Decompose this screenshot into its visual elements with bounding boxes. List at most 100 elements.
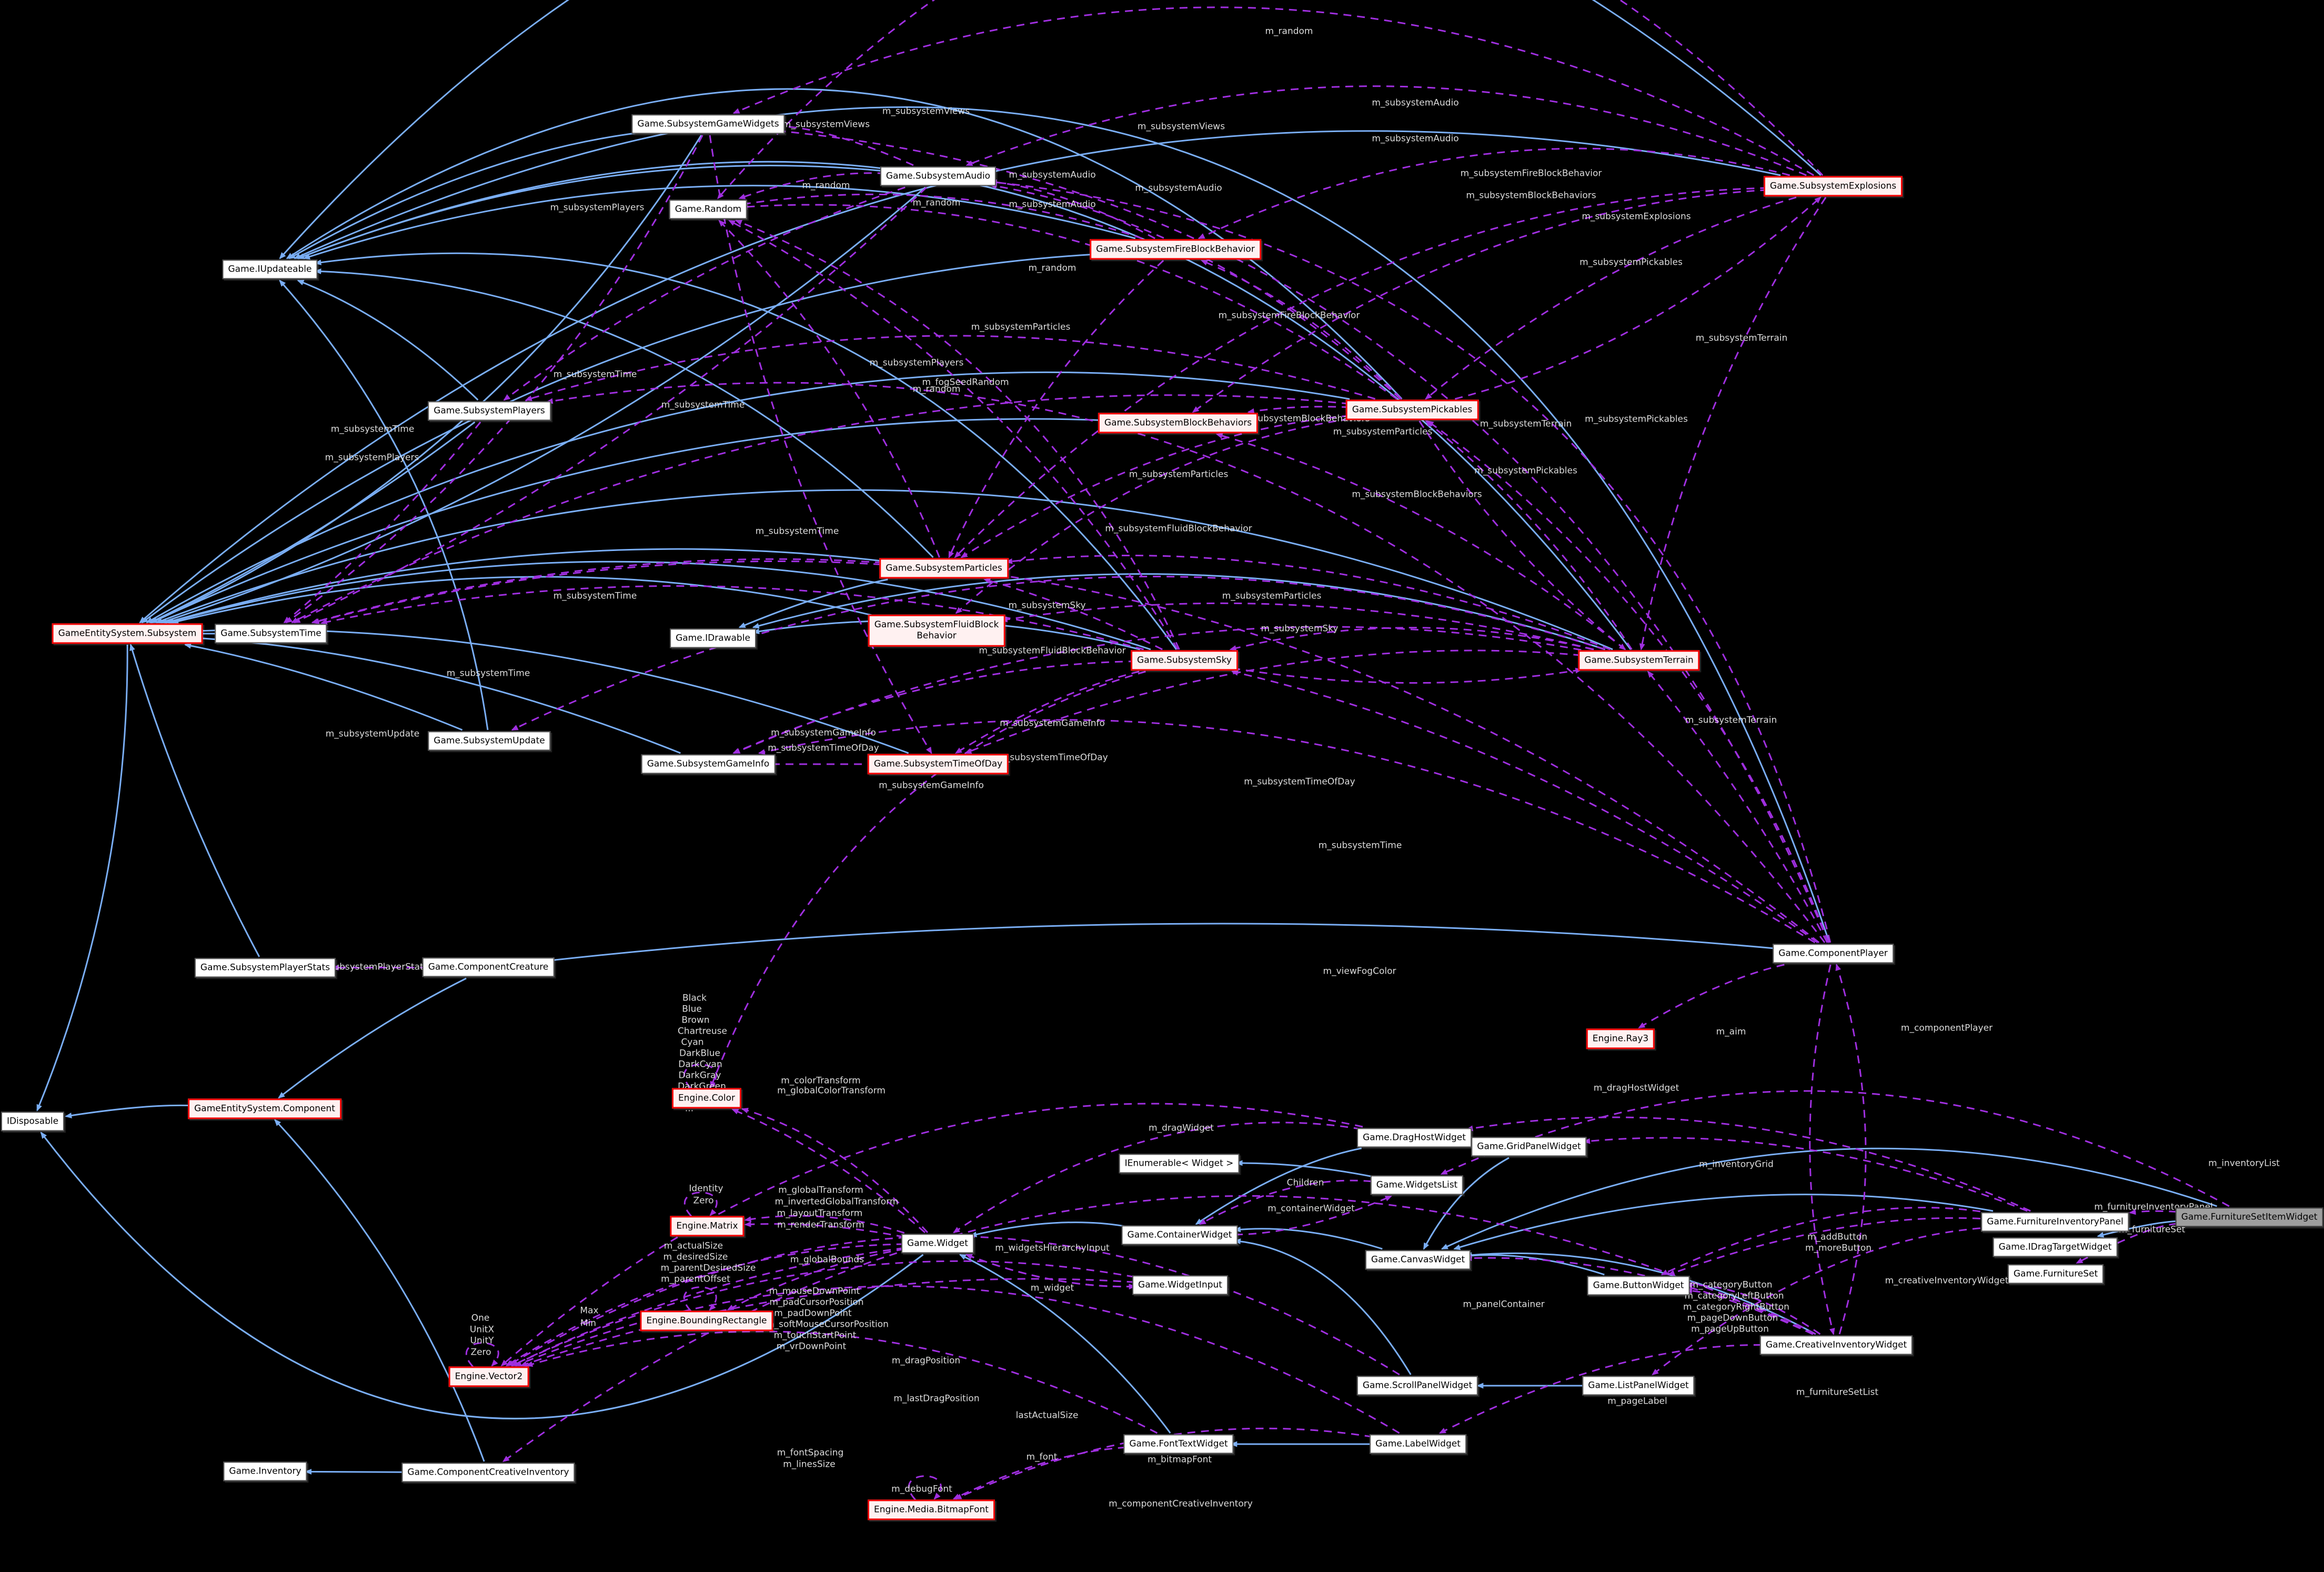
node-game-subsystemgameinfo[interactable]: Game.SubsystemGameInfo [641, 754, 776, 774]
node-game-subsystemblockbehaviors[interactable]: Game.SubsystemBlockBehaviors [1098, 413, 1259, 434]
edge-te-fl [1000, 602, 1594, 650]
node-game-containerwidget[interactable]: Game.ContainerWidget [1121, 1225, 1238, 1245]
edge-label: m_subsystemTime [330, 424, 415, 435]
edge-ex-ss [139, 130, 1781, 624]
node-game-subsystempickables[interactable]: Game.SubsystemPickables [1345, 399, 1479, 420]
node-game-furnituresetitemwidget[interactable]: Game.FurnitureSetItemWidget [2175, 1207, 2323, 1227]
node-idisposable[interactable]: IDisposable [1, 1112, 65, 1132]
edge-si-wl [1440, 1090, 2230, 1207]
edge-wu-v2 [520, 1278, 1135, 1367]
node-game-labelwidget[interactable]: Game.LabelWidget [1370, 1434, 1466, 1454]
edge-label: m_subsystemPlayers [325, 452, 419, 463]
node-game-iupdateable[interactable]: Game.IUpdateable [222, 259, 318, 279]
edge-label: m_addButton [1807, 1231, 1868, 1243]
node-game-subsystemexplosions[interactable]: Game.SubsystemExplosions [1763, 176, 1903, 197]
node-gameentitysystem-subsystem[interactable]: GameEntitySystem.Subsystem [52, 623, 203, 644]
edge-label: m_subsystemBlockBehaviors [1466, 190, 1596, 201]
edge-fb-ra [740, 193, 1143, 239]
edge-label: m_subsystemParticles [1129, 469, 1229, 480]
node-game-inventory[interactable]: Game.Inventory [223, 1461, 307, 1481]
edge-ps-ss [129, 644, 260, 957]
node-game-componentcreature[interactable]: Game.ComponentCreature [422, 957, 555, 977]
edge-label: Identity [689, 1183, 723, 1194]
node-game-subsystemtimeofday[interactable]: Game.SubsystemTimeOfDay [867, 754, 1009, 775]
node-game-furnitureset[interactable]: Game.FurnitureSet [2007, 1264, 2104, 1284]
edge-sk-ec [710, 670, 1146, 1088]
node-game-componentcreativeinventory[interactable]: Game.ComponentCreativeInventory [401, 1463, 575, 1483]
node-game-subsystemtime[interactable]: Game.SubsystemTime [215, 624, 327, 644]
node-game-subsystemplayers[interactable]: Game.SubsystemPlayers [428, 401, 551, 421]
edge-label: m_furnitureSetList [1796, 1387, 1879, 1398]
node-game-subsystemplayerstats[interactable]: Game.SubsystemPlayerStats [194, 958, 336, 978]
edge-ex-te [1639, 197, 1827, 650]
node-game-buttonwidget[interactable]: Game.ButtonWidget [1587, 1276, 1690, 1296]
edge-wu-v2 [511, 1260, 1135, 1367]
node-engine-vector2[interactable]: Engine.Vector2 [448, 1366, 529, 1387]
node-game-gridpanelwidget[interactable]: Game.GridPanelWidget [1471, 1137, 1587, 1157]
node-engine-matrix[interactable]: Engine.Matrix [670, 1216, 745, 1237]
edge-sk-te [1232, 667, 1583, 684]
node-game-widget[interactable]: Game.Widget [901, 1234, 974, 1254]
edge-label: m_subsystemTime [661, 399, 745, 410]
node-game-widgetinput[interactable]: Game.WidgetInput [1132, 1275, 1228, 1295]
edge-label: m_globalBounds [790, 1254, 864, 1265]
node-game-scrollpanelwidget[interactable]: Game.ScrollPanelWidget [1356, 1376, 1478, 1396]
node-game-widgetslist[interactable]: Game.WidgetsList [1370, 1175, 1464, 1195]
edge-wi-v2 [505, 1243, 904, 1367]
node-game-subsystemterrain[interactable]: Game.SubsystemTerrain [1578, 650, 1700, 671]
edge-fb-iu [303, 185, 1136, 259]
edge-ci-bu [1685, 1281, 1821, 1335]
edge-cp-sk [1231, 670, 1818, 944]
edge-cp-r3 [1638, 964, 1785, 1029]
edge-label: m_containerWidget [1267, 1203, 1355, 1214]
edge-label: m_furnitureSet [2118, 1224, 2186, 1235]
node-game-listpanelwidget[interactable]: Game.ListPanelWidget [1582, 1376, 1695, 1396]
node-game-furnitureinventorypanel[interactable]: Game.FurnitureInventoryPanel [1981, 1212, 2129, 1232]
edge-label: m_subsystemTerrain [1695, 333, 1788, 344]
node-engine-media-bitmapfont[interactable]: Engine.Media.BitmapFont [868, 1499, 995, 1520]
edge-label: m_categoryRightButton [1683, 1301, 1789, 1313]
node-game-random[interactable]: Game.Random [669, 199, 748, 219]
node-gameentitysystem-component[interactable]: GameEntitySystem.Component [188, 1098, 341, 1119]
edge-wi-ec [741, 1107, 929, 1234]
node-engine-ray3[interactable]: Engine.Ray3 [1586, 1028, 1655, 1049]
edge-co-id [65, 1104, 195, 1118]
node-game-fonttextwidget[interactable]: Game.FontTextWidget [1123, 1434, 1234, 1454]
node-game-subsystemaudio[interactable]: Game.SubsystemAudio [880, 166, 997, 186]
node-game-draghostwidget[interactable]: Game.DragHostWidget [1357, 1128, 1472, 1148]
node-game-subsystemgamewidgets[interactable]: Game.SubsystemGameWidgets [631, 114, 785, 134]
self-loop-ec [683, 1064, 717, 1089]
edge-label: m_subsystemFireBlockBehavior [1460, 168, 1602, 179]
edge-label: m_subsystemTimeOfDay [997, 752, 1108, 763]
edge-te-pk [1425, 420, 1633, 650]
node-game-subsystemfireblockbehavior[interactable]: Game.SubsystemFireBlockBehavior [1090, 239, 1261, 260]
node-game-subsystemparticles[interactable]: Game.SubsystemParticles [879, 558, 1009, 579]
node-game-subsystemsky[interactable]: Game.SubsystemSky [1131, 650, 1238, 671]
node-game-creativeinventorywidget[interactable]: Game.CreativeInventoryWidget [1759, 1335, 1913, 1355]
node-ienumerable-widget-[interactable]: IEnumerable< Widget > [1119, 1154, 1240, 1174]
node-game-canvaswidget[interactable]: Game.CanvasWidget [1365, 1250, 1471, 1270]
node-game-subsystemupdate[interactable]: Game.SubsystemUpdate [428, 731, 551, 751]
edge-label: m_subsystemSky [1008, 600, 1086, 611]
edge-label: m_dragWidget [1149, 1123, 1214, 1134]
node-game-componentplayer[interactable]: Game.ComponentPlayer [1773, 944, 1894, 964]
edge-label: m_random [1265, 26, 1313, 37]
edge-label: m_bitmapFont [1147, 1454, 1212, 1465]
edge-cp-ti [311, 558, 1820, 944]
edge-label: m_pageDownButton [1687, 1313, 1778, 1324]
edge-si-dt [2097, 1220, 2177, 1238]
node-game-idragtargetwidget[interactable]: Game.IDragTargetWidget [1993, 1237, 2118, 1257]
node-engine-color[interactable]: Engine.Color [671, 1088, 742, 1109]
node-game-idrawable[interactable]: Game.IDrawable [670, 628, 756, 648]
edge-label: m_dragHostWidget [1593, 1083, 1679, 1094]
edge-label: m_actualSize [663, 1240, 723, 1251]
node-engine-boundingrectangle[interactable]: Engine.BoundingRectangle [640, 1310, 773, 1331]
edge-pa-ra [718, 219, 940, 558]
edge-label: lastActualSize [1015, 1410, 1079, 1421]
edge-ci-cp [1835, 964, 1867, 1335]
edge-label: m_componentCreativeInventory [1109, 1498, 1253, 1509]
edge-label: DarkGray [678, 1070, 721, 1081]
edge-pa-iu [314, 268, 934, 558]
